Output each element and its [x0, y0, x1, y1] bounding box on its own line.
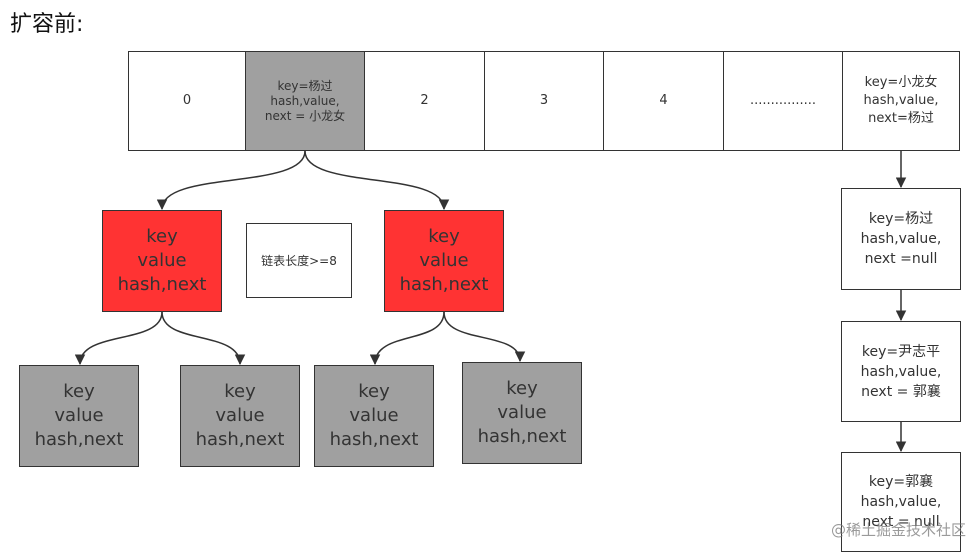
list-node: key=杨过 hash,value, next =null [841, 188, 961, 290]
node-line: key=尹志平 [861, 343, 941, 360]
node-line: next = 郭襄 [861, 383, 941, 400]
array-cell-4: 4 [603, 51, 724, 151]
node-line: key [506, 378, 538, 399]
node-line: value [497, 402, 547, 423]
node-line: hash,next [329, 429, 419, 450]
array-cell-label: ................ [749, 93, 817, 108]
array-cell-0: 0 [128, 51, 246, 151]
node-line: hash,value, [860, 363, 942, 380]
node-line: key [63, 381, 95, 402]
tree-node-gray: key value hash,next [19, 365, 139, 467]
array-cell-line: key=杨过 [277, 78, 333, 93]
node-line: hash,next [477, 426, 567, 447]
node-line: value [419, 250, 469, 271]
node-line: hash,next [399, 274, 489, 295]
watermark: @稀土掘金技术社区 [830, 521, 966, 539]
node-line: value [349, 405, 399, 426]
node-line: hash,value, [860, 494, 942, 510]
node-line: key [224, 381, 256, 402]
node-line: key [358, 381, 390, 402]
node-line: key [146, 226, 178, 247]
node-line: key=杨过 [868, 211, 934, 227]
note-box: 链表长度>=8 [246, 223, 352, 298]
node-line: hash,next [195, 429, 285, 450]
node-line: hash,next [34, 429, 124, 450]
tree-edge [74, 311, 163, 366]
array-cell-line: next = 小龙女 [264, 108, 346, 123]
list-node: key=尹志平 hash,value, next = 郭襄 [841, 321, 961, 422]
array-cell-label: 3 [539, 93, 549, 108]
tree-edge [156, 150, 306, 211]
list-node: key=郭襄 hash,value, next = null [841, 452, 961, 552]
node-line: hash,next [117, 274, 207, 295]
array-cell-2: 2 [364, 51, 485, 151]
tree-edge [161, 311, 246, 366]
node-line: key [428, 226, 460, 247]
tree-edge [369, 311, 445, 366]
array-cell-line: hash,value, [863, 93, 939, 108]
array-cell-ellipsis: ................ [723, 51, 843, 151]
tree-node-red: key value hash,next [102, 210, 222, 312]
tree-node-gray: key value hash,next [462, 362, 582, 464]
array-cell-last: key=小龙女 hash,value, next=杨过 [842, 51, 960, 151]
array-cell-label: 2 [420, 93, 429, 108]
array-cell-3: 3 [484, 51, 604, 151]
node-line: value [215, 405, 265, 426]
array-cell-line: key=小龙女 [864, 75, 938, 90]
node-line: next = null [862, 514, 940, 530]
node-line: value [54, 405, 104, 426]
tree-node-gray: key value hash,next [180, 365, 300, 467]
array-cell-line: hash,value, [270, 93, 340, 108]
node-line: next =null [864, 251, 938, 267]
node-line: key=郭襄 [868, 474, 934, 490]
array-cell-label: 0 [182, 93, 192, 108]
array-cell-label: 4 [659, 93, 668, 108]
tree-node-gray: key value hash,next [314, 365, 434, 467]
array-cell-line: next=杨过 [868, 111, 934, 126]
tree-node-red: key value hash,next [384, 210, 504, 312]
tree-edge [443, 311, 526, 363]
node-line: value [137, 250, 187, 271]
node-line: hash,value, [860, 231, 942, 247]
tree-edge [304, 150, 450, 211]
page-title: 扩容前: [10, 12, 84, 37]
